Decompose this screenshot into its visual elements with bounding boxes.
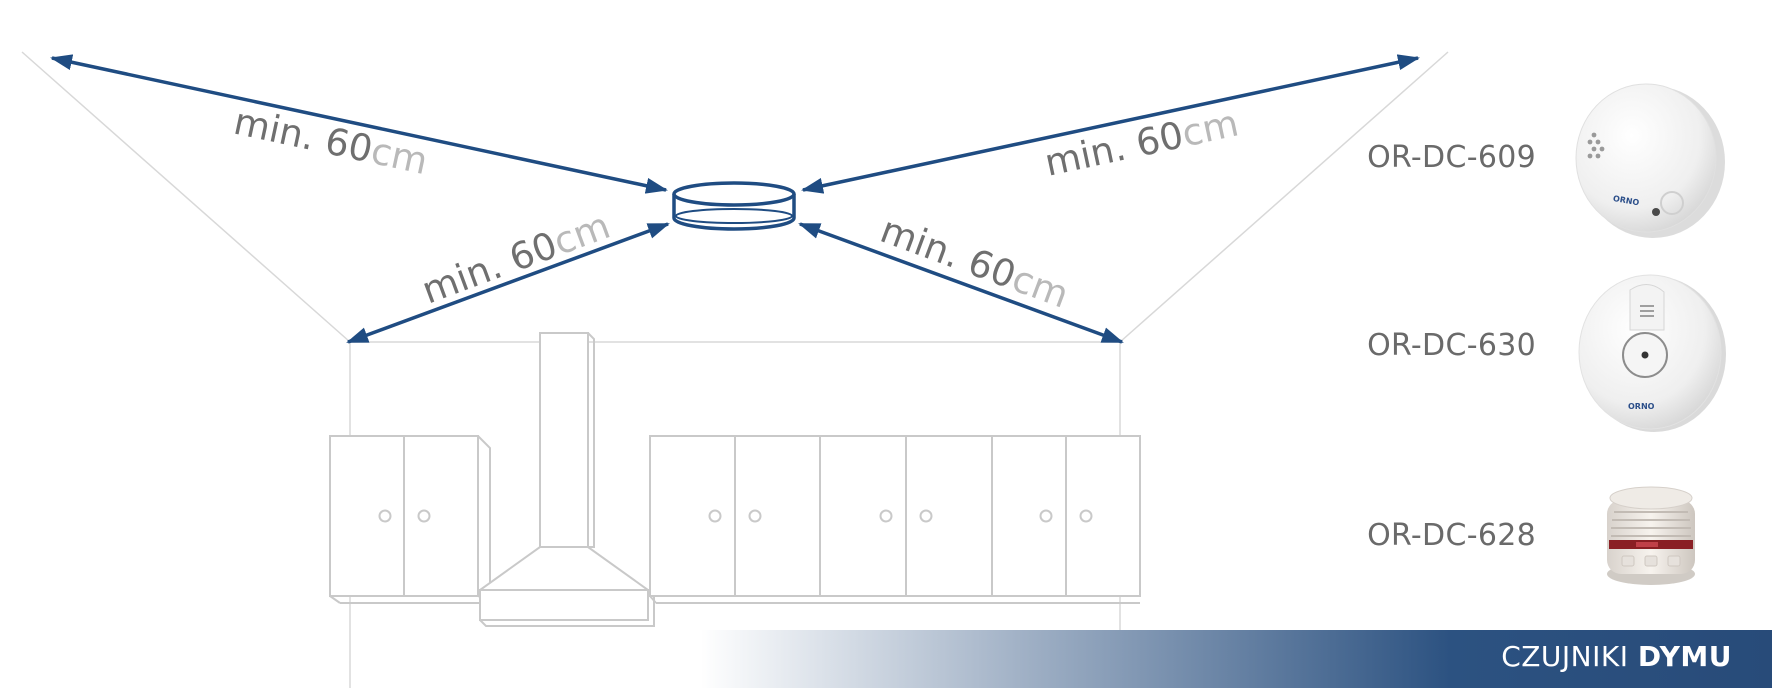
distance-label-top-left: min. 60cm — [230, 100, 431, 183]
product-model-label: OR-DC-628 — [1367, 518, 1536, 553]
cabinet-right — [649, 435, 1141, 604]
cabinet-left — [329, 435, 491, 604]
distance-label-top-right: min. 60cm — [1041, 102, 1242, 185]
product-model-label: OR-DC-630 — [1367, 328, 1536, 363]
cabinet-knob — [708, 509, 722, 523]
mini-smoke-detector-icon — [1607, 486, 1695, 585]
cabinet-knob — [1079, 509, 1093, 523]
category-banner: CZUJNIKI DYMU — [700, 630, 1772, 688]
banner-label-bold: DYMU — [1637, 640, 1732, 673]
cabinet-knob — [748, 509, 762, 523]
cabinet-knob — [1039, 509, 1053, 523]
category-banner-title: CZUJNIKI DYMU — [1501, 640, 1732, 673]
round-smoke-detector-icon: ORNO — [1578, 274, 1726, 432]
distance-label-bottom-left: min. 60cm — [416, 204, 615, 313]
arrow-bottom-right — [798, 222, 1124, 344]
cabinet-knob — [919, 509, 933, 523]
cabinet-knob — [378, 509, 392, 523]
kitchen-cabinets — [329, 332, 1141, 627]
banner-label-regular: CZUJNIKI — [1501, 640, 1629, 673]
arrow-top-left — [50, 54, 668, 194]
right-ceiling-edge — [1119, 51, 1449, 343]
cabinet-knob — [417, 509, 431, 523]
detector-brand-logo: ORNO — [1628, 402, 1655, 411]
left-ceiling-edge — [21, 51, 351, 343]
cabinet-knob — [879, 509, 893, 523]
ceiling-detector-icon — [672, 181, 796, 231]
round-smoke-detector-icon: ORNO — [1575, 83, 1725, 238]
product-model-label: OR-DC-609 — [1367, 140, 1536, 175]
arrow-bottom-left — [346, 222, 670, 344]
cooker-hood — [476, 332, 655, 627]
distance-arrows — [50, 54, 1420, 344]
arrow-top-right — [801, 54, 1420, 194]
